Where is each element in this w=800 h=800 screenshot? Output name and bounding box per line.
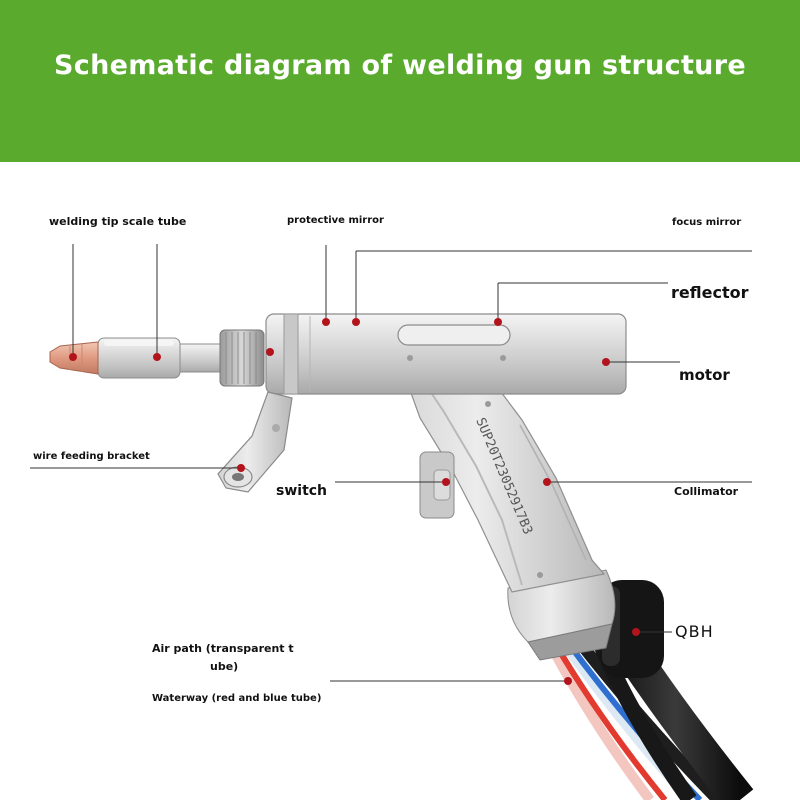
marker-reflector (494, 318, 502, 326)
label-collimator: Collimator (674, 485, 739, 498)
title-banner: Schematic diagram of welding gun structu… (0, 0, 800, 162)
label-waterway: Waterway (red and blue tube) (152, 693, 322, 704)
label-protective-mirror: protective mirror (287, 215, 384, 226)
leader-focus-mirror (355, 250, 752, 322)
label-switch: switch (276, 483, 328, 499)
marker-wire-bracket (237, 464, 245, 472)
label-air-path-line1: Air path (transparent t (152, 642, 294, 655)
marker-dots (69, 318, 640, 685)
page-title: Schematic diagram of welding gun structu… (54, 50, 746, 81)
marker-focus-mirror (352, 318, 360, 326)
marker-scale-tube (153, 353, 161, 361)
leader-reflector (497, 282, 668, 322)
gun-body (265, 313, 627, 578)
marker-knurl (266, 348, 274, 356)
label-qbh: QBH (675, 622, 714, 641)
knurled-nut (175, 329, 265, 387)
marker-waterway (564, 677, 572, 685)
marker-switch (442, 478, 450, 486)
wire-feeding-bracket (217, 391, 293, 493)
marker-motor (602, 358, 610, 366)
marker-qbh (632, 628, 640, 636)
scale-tube (97, 337, 181, 379)
label-welding-tip-scale-tube: welding tip scale tube (49, 215, 187, 228)
label-air-path-line2: ube) (210, 660, 239, 673)
marker-protective-mirror (322, 318, 330, 326)
label-wire-feeding-bracket: wire feeding bracket (33, 451, 150, 462)
trigger-switch (419, 451, 455, 519)
marker-collimator (543, 478, 551, 486)
marker-tip (69, 353, 77, 361)
leader-lines (30, 244, 752, 682)
label-motor: motor (679, 366, 730, 384)
label-reflector: reflector (671, 283, 749, 302)
label-focus-mirror: focus mirror (672, 217, 742, 228)
